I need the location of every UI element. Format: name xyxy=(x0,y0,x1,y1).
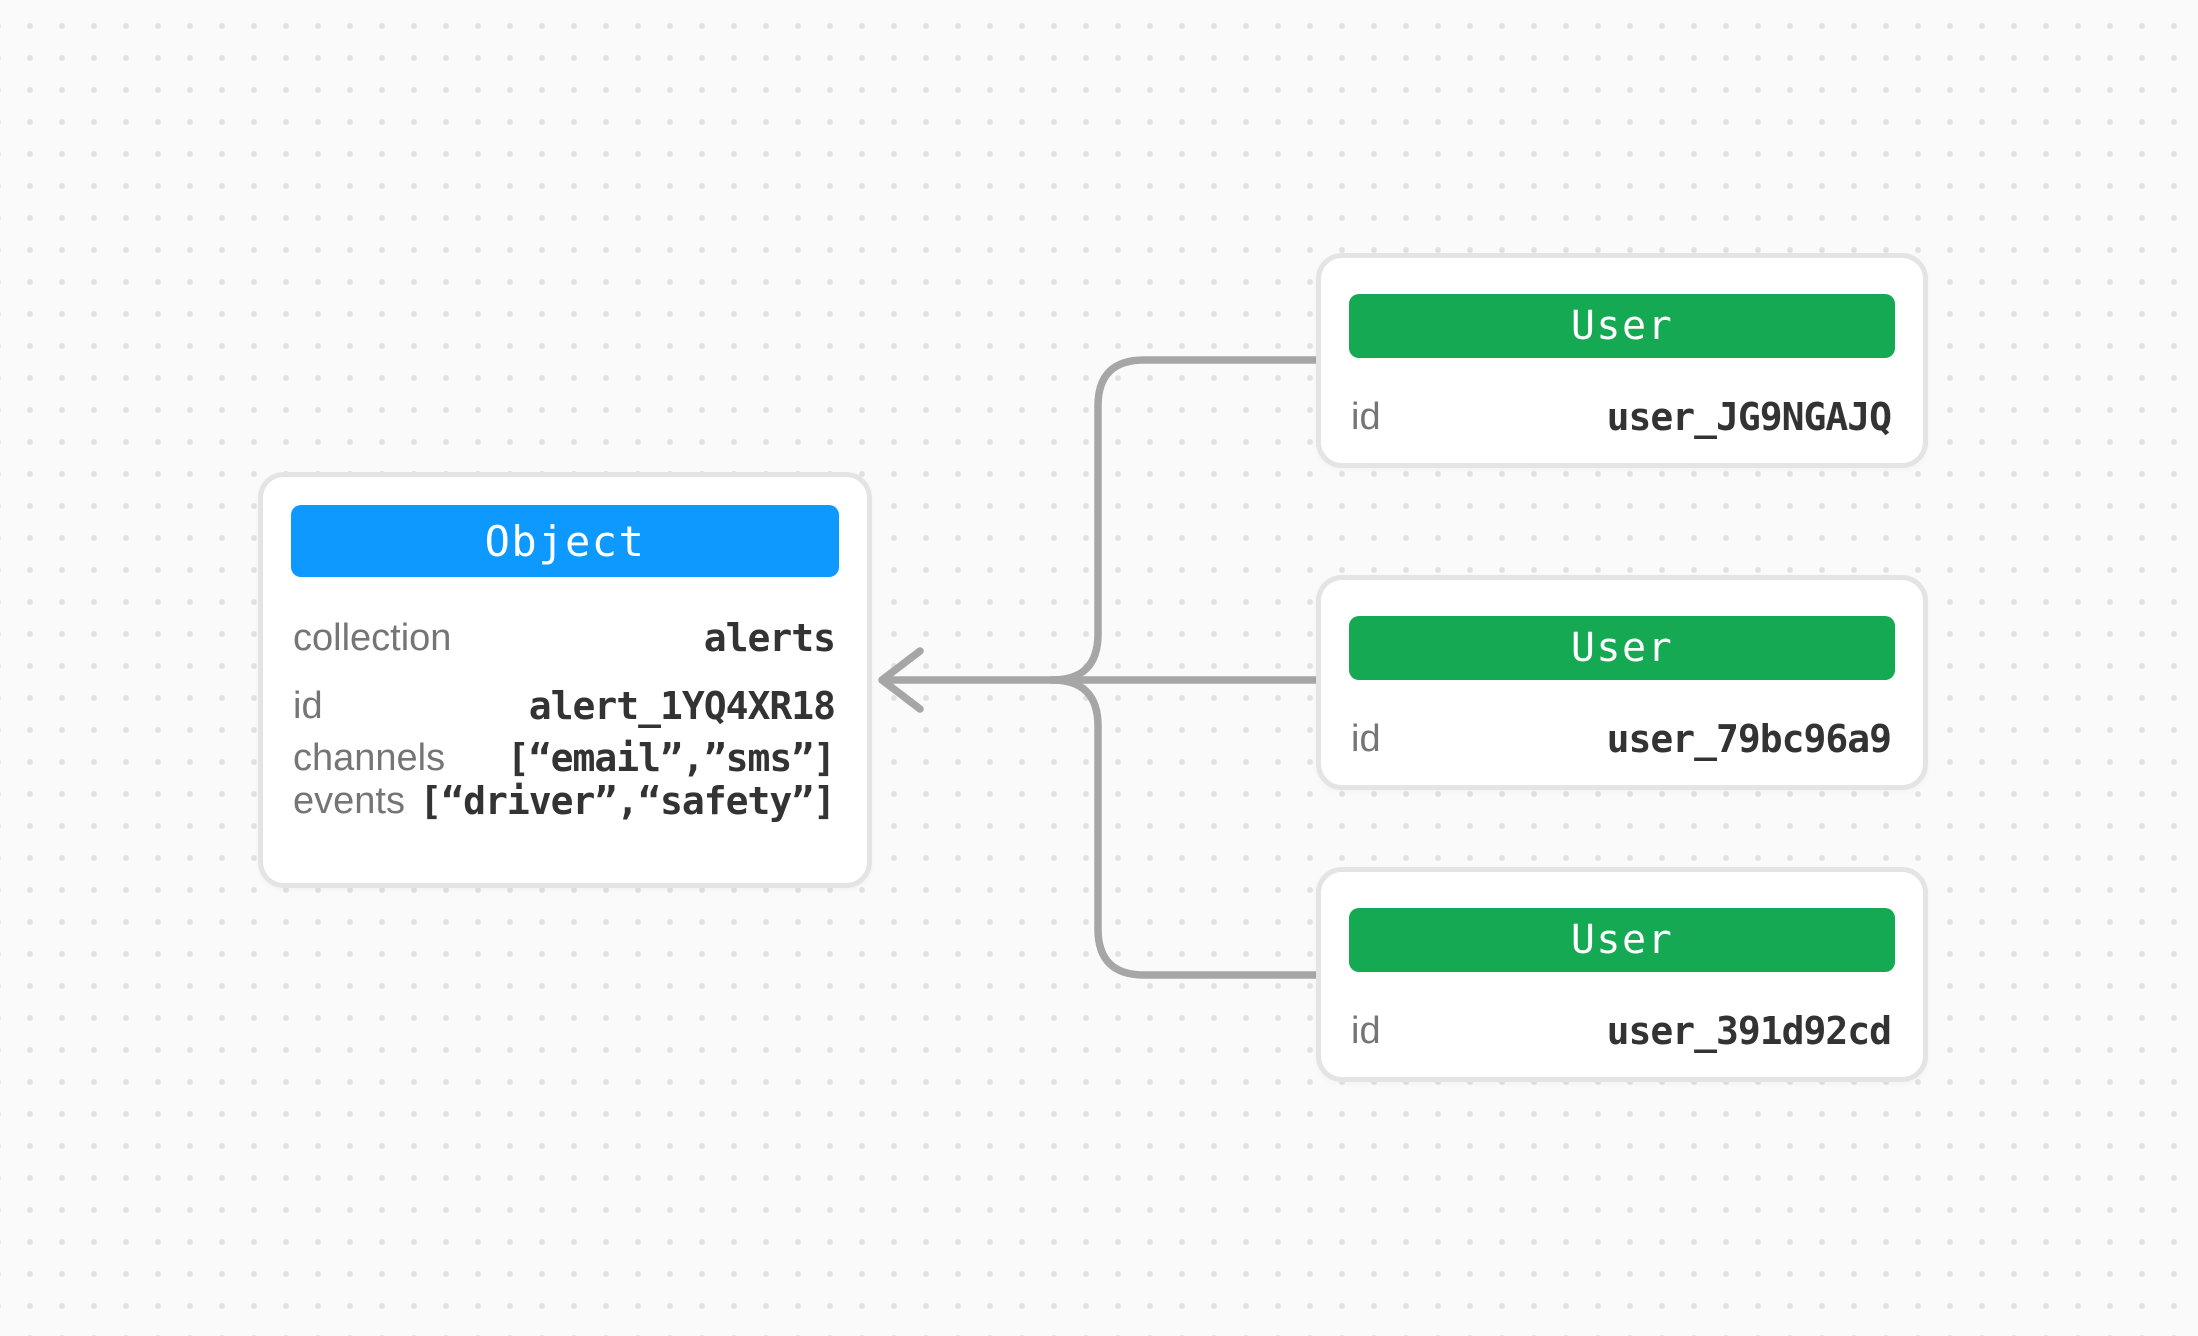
edge-top-branch[interactable] xyxy=(1048,356,1326,684)
object-node-header: Object xyxy=(291,505,839,577)
field-value: [“email”,”sms”] xyxy=(506,736,836,780)
user-node-title: User xyxy=(1570,917,1674,963)
field-label: id xyxy=(1351,717,1381,760)
field-value: user_JG9NGAJQ xyxy=(1606,395,1892,439)
field-label: collection xyxy=(293,616,452,659)
field-row-collection: collection alerts xyxy=(293,613,836,663)
field-value: user_391d92cd xyxy=(1606,1009,1892,1053)
field-label: events xyxy=(293,779,405,822)
field-row-id: id user_391d92cd xyxy=(1351,1006,1892,1056)
field-row-id: id user_JG9NGAJQ xyxy=(1351,392,1892,442)
field-label: id xyxy=(293,684,323,727)
user-node-header: User xyxy=(1349,294,1895,358)
field-row-channels: channels [“email”,”sms”] xyxy=(293,733,836,783)
field-value: alerts xyxy=(703,616,836,660)
user-node-header: User xyxy=(1349,616,1895,680)
user-node-1[interactable]: User id user_JG9NGAJQ xyxy=(1316,253,1928,468)
user-node-3[interactable]: User id user_391d92cd xyxy=(1316,867,1928,1082)
object-node[interactable]: Object collection alerts id alert_1YQ4XR… xyxy=(258,472,872,888)
user-node-title: User xyxy=(1570,303,1674,349)
edge-bottom-branch[interactable] xyxy=(1048,676,1326,979)
field-value: [“driver”,“safety”] xyxy=(419,779,836,823)
field-value: user_79bc96a9 xyxy=(1606,717,1892,761)
user-node-header: User xyxy=(1349,908,1895,972)
field-row-events: events [“driver”,“safety”] xyxy=(293,776,836,826)
object-node-title: Object xyxy=(484,516,646,566)
field-value: alert_1YQ4XR18 xyxy=(528,684,836,728)
user-node-title: User xyxy=(1570,625,1674,671)
field-label: id xyxy=(1351,395,1381,438)
field-label: id xyxy=(1351,1009,1381,1052)
arrowhead-left-icon xyxy=(878,647,924,713)
user-node-2[interactable]: User id user_79bc96a9 xyxy=(1316,575,1928,790)
field-label: channels xyxy=(293,736,446,779)
field-row-id: id user_79bc96a9 xyxy=(1351,714,1892,764)
field-row-id: id alert_1YQ4XR18 xyxy=(293,681,836,731)
